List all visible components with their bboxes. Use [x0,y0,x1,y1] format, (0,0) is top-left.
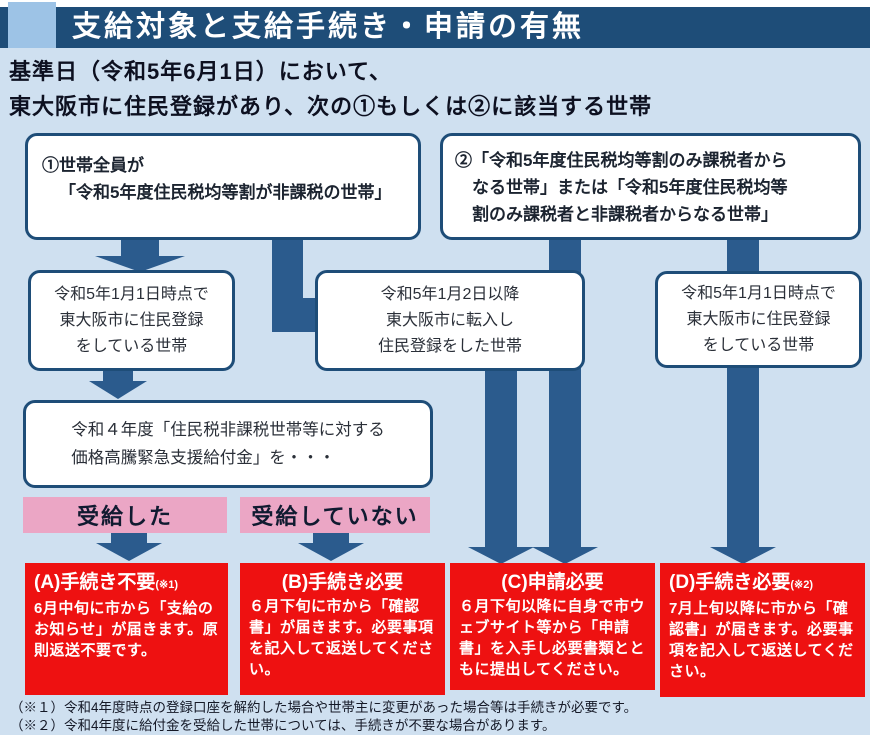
result-box-d-body: 7月上旬以降に市から「確認書」が届きます。必要事項を記入して返送してください。 [669,600,854,680]
prior-benefit-text: 令和４年度「住民税非課税世帯等に対する 価格高騰緊急支援給付金」を・・・ [71,416,385,472]
result-box-d-title: (D)手続き必要(※2) [669,570,856,598]
prior-benefit-box: 令和４年度「住民税非課税世帯等に対する 価格高騰緊急支援給付金」を・・・ [23,400,433,488]
result-box-b: (B)手続き必要 ６月下旬に市から「確認書」が届きます。必要事項を記入して返送し… [240,563,445,695]
result-box-b-body: ６月下旬に市から「確認書」が届きます。必要事項を記入して返送してください。 [249,598,434,678]
result-box-b-title: (B)手続き必要 [281,572,404,593]
arrow-center-to-c-stem [485,369,517,549]
residence-box-left-line-1: 令和5年1月1日時点で [54,285,209,303]
arrow-notreceived-to-b-head [298,543,364,561]
condition-box-2: ②「令和5年度住民税均等割のみ課税者から なる世帯」または「令和5年度住民税均等… [440,133,861,240]
arrow-received-to-a-head [96,543,162,561]
result-box-c-body: ６月下旬以降に自身で市ウェブサイト等から「申請書」を入手し必要書類とともに提出し… [459,598,646,678]
result-box-a-title: (A)手続き不要(※1) [34,570,219,598]
residence-box-right-line-3: をしている世帯 [702,336,815,354]
result-box-d: (D)手続き必要(※2) 7月上旬以降に市から「確認書」が届きます。必要事項を記… [660,563,865,697]
prior-benefit-line-2: 価格高騰緊急支援給付金」を・・・ [71,449,336,467]
choice-not-received-label: 受給していない [240,497,430,533]
arrow-center-to-c-head [468,547,534,564]
condition-box-2-line-1: ②「令和5年度住民税均等割のみ課税者から [455,151,788,170]
condition-box-1: ①世帯全員が 「令和5年度住民税均等割が非課税の世帯」 [25,133,421,240]
arrow-received-to-a-stem [111,532,147,545]
residence-box-left-line-2: 東大阪市に住民登録 [59,311,204,329]
intro-line-1: 基準日（令和5年6月1日）において、 [9,59,392,84]
intro-text: 基準日（令和5年6月1日）において、 東大阪市に住民登録があり、次の①もしくは②… [9,54,652,124]
result-box-c-title: (C)申請必要 [501,572,604,593]
result-box-a-note: (※1) [155,579,179,591]
connector-cond1-to-center-horizontal [272,298,318,332]
header-bar [0,7,870,48]
condition-box-2-line-2: なる世帯」または「令和5年度住民税均等 [472,178,788,197]
arrow-cond2-to-c-head [532,547,598,564]
result-box-a-title-text: (A)手続き不要 [34,572,156,593]
residence-box-left-line-3: をしている世帯 [75,337,188,355]
residence-box-right: 令和5年1月1日時点で 東大阪市に住民登録 をしている世帯 [655,271,862,368]
result-box-c: (C)申請必要 ６月下旬以降に自身で市ウェブサイト等から「申請書」を入手し必要書… [450,563,655,690]
footnote-1: （※１）令和4年度時点の登録口座を解約した場合や世帯主に変更があった場合等は手続… [10,700,638,715]
footnote-2: （※２）令和4年度に給付金を受給した世帯については、手続きが不要な場合があります… [10,717,556,733]
arrow-left-to-prior-stem [103,369,133,383]
residence-box-center: 令和5年1月2日以降 東大阪市に転入し 住民登録をした世帯 [315,270,585,371]
arrow-cond1-to-left-head [95,256,185,272]
condition-box-2-line-3: 割のみ課税者と非課税者からなる世帯」 [472,205,778,224]
residence-box-right-line-2: 東大阪市に住民登録 [686,310,831,328]
residence-box-center-line-3: 住民登録をした世帯 [377,337,522,355]
arrow-notreceived-to-b-stem [313,532,349,545]
result-box-a: (A)手続き不要(※1) 6月中旬に市から「支給のお知らせ」が届きます。原則返送… [25,563,228,695]
residence-box-center-line-1: 令和5年1月2日以降 [380,285,520,303]
prior-benefit-line-1: 令和４年度「住民税非課税世帯等に対する [71,421,385,439]
condition-box-1-line-2: 「令和5年度住民税均等割が非課税の世帯」 [59,183,392,202]
condition-box-1-line-1: ①世帯全員が [42,156,144,175]
result-box-a-body: 6月中旬に市から「支給のお知らせ」が届きます。原則返送不要です。 [34,600,219,659]
arrow-cond2-to-d-head [710,547,776,564]
arrow-left-to-prior-head [89,381,147,399]
footnotes: （※１）令和4年度時点の登録口座を解約した場合や世帯主に変更があった場合等は手続… [10,699,637,734]
result-box-d-note: (※2) [790,579,814,591]
arrow-cond1-to-left-stem [121,239,159,257]
intro-line-2: 東大阪市に住民登録があり、次の①もしくは②に該当する世帯 [9,94,653,119]
choice-received-label: 受給した [23,497,227,533]
residence-box-center-line-2: 東大阪市に転入し [385,311,514,329]
page-title: 支給対象と支給手続き・申請の有無 [72,11,585,43]
header-accent-square [8,2,56,48]
result-box-d-title-text: (D)手続き必要 [669,572,791,593]
residence-box-right-line-1: 令和5年1月1日時点で [681,284,836,302]
residence-box-left: 令和5年1月1日時点で 東大阪市に住民登録 をしている世帯 [28,270,235,371]
